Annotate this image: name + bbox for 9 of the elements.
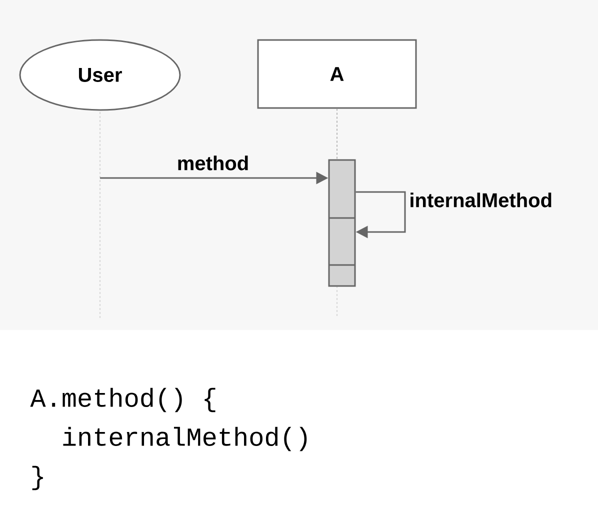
edge-label: internalMethod: [408, 192, 554, 208]
code-line: internalMethod(): [63, 426, 307, 452]
activation-bar: [328, 159, 356, 287]
self-call-arrow: [356, 191, 406, 238]
lifeline: [336, 108, 338, 160]
code-line: }: [32, 466, 43, 490]
code-line: A.method() {: [30, 388, 216, 412]
object-box: A: [257, 39, 417, 109]
edge-label: method: [176, 154, 250, 172]
